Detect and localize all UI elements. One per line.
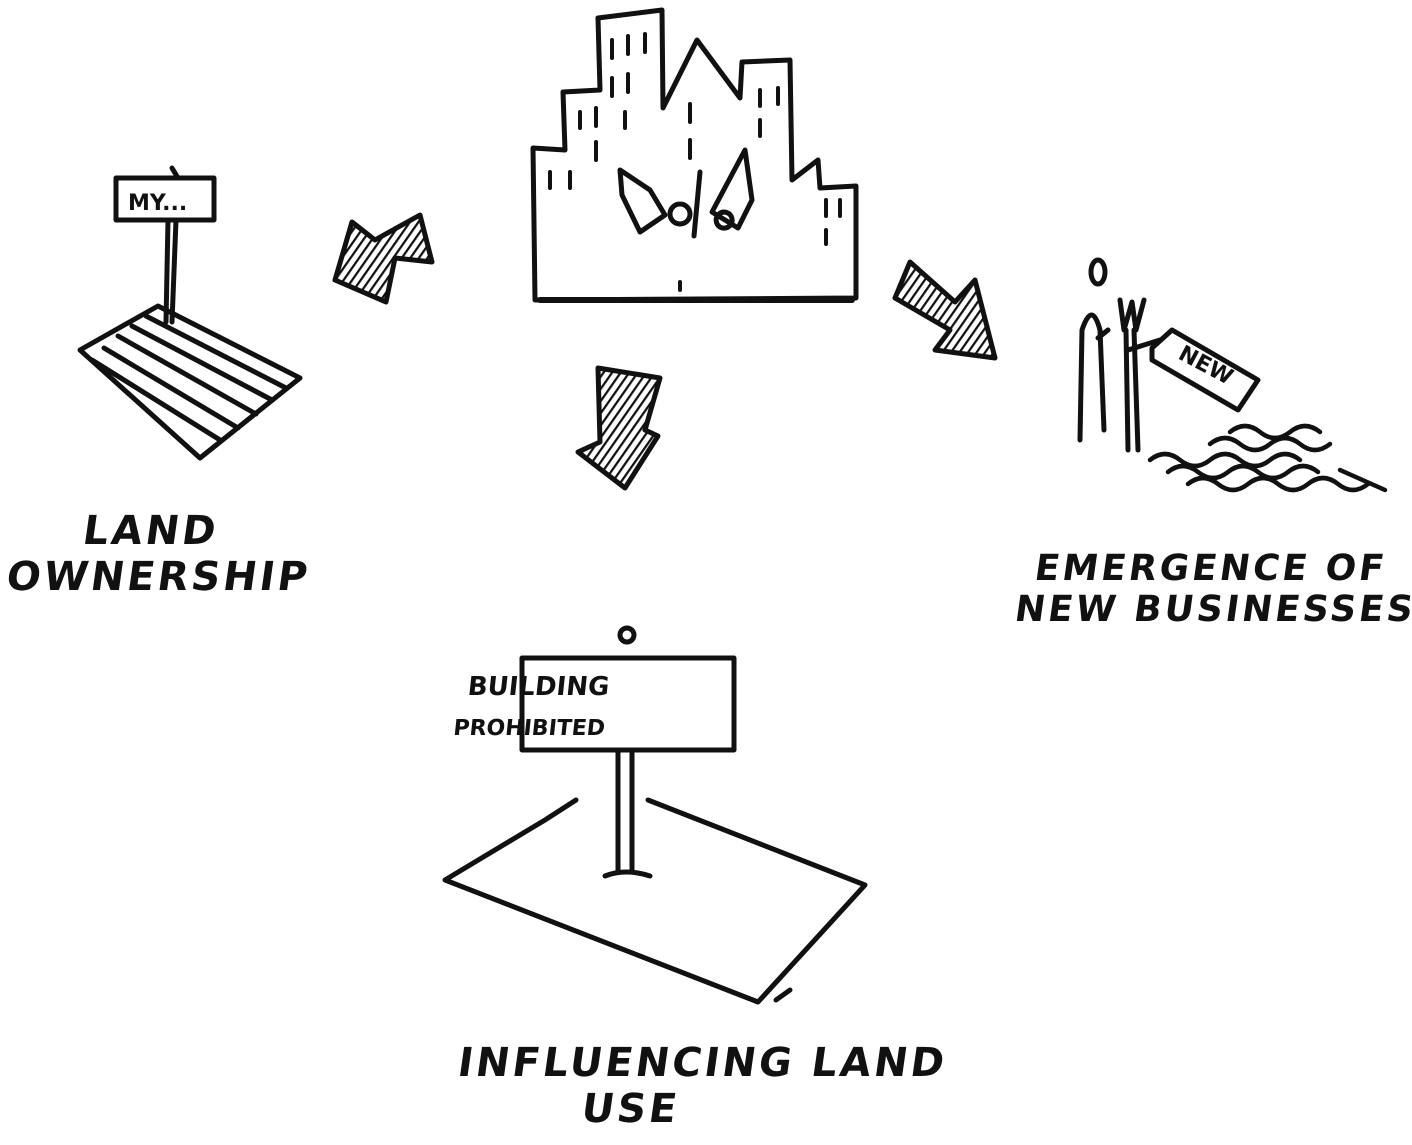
- land-use-label-line1: INFLUENCING LAND: [455, 1040, 951, 1086]
- land-use-label-line2: USE: [578, 1086, 683, 1132]
- arrow-to-new-businesses-icon: [892, 259, 998, 361]
- land-plot-icon: [77, 165, 303, 461]
- arrow-to-land-use-icon: [575, 365, 663, 491]
- angry-city-icon: [530, 7, 859, 303]
- land-ownership-label-line2: OWNERSHIP: [3, 554, 314, 600]
- land-use-label: INFLUENCING LAND USE: [449, 1040, 951, 1132]
- sprouting-field-icon: [1147, 423, 1388, 493]
- arrow-to-land-ownership-icon: [332, 212, 435, 305]
- prohibited-plot-icon: [442, 625, 868, 1005]
- new-businesses-label-line2: NEW BUSINESSES: [1012, 589, 1412, 631]
- land-ownership-label-line1: LAND: [80, 508, 222, 554]
- new-businesses-label-line1: EMERGENCE OF: [1032, 548, 1390, 589]
- prohibited-sign-line2: PROHIBITED: [452, 716, 606, 741]
- new-businesses-label: EMERGENCE OF NEW BUSINESSES: [1012, 548, 1412, 631]
- land-ownership-label: LAND OWNERSHIP: [4, 508, 320, 600]
- prohibited-sign-line1: BUILDING: [466, 672, 611, 702]
- ownership-sign-text: MY...: [128, 191, 187, 216]
- new-business-person-icon: [1077, 257, 1261, 453]
